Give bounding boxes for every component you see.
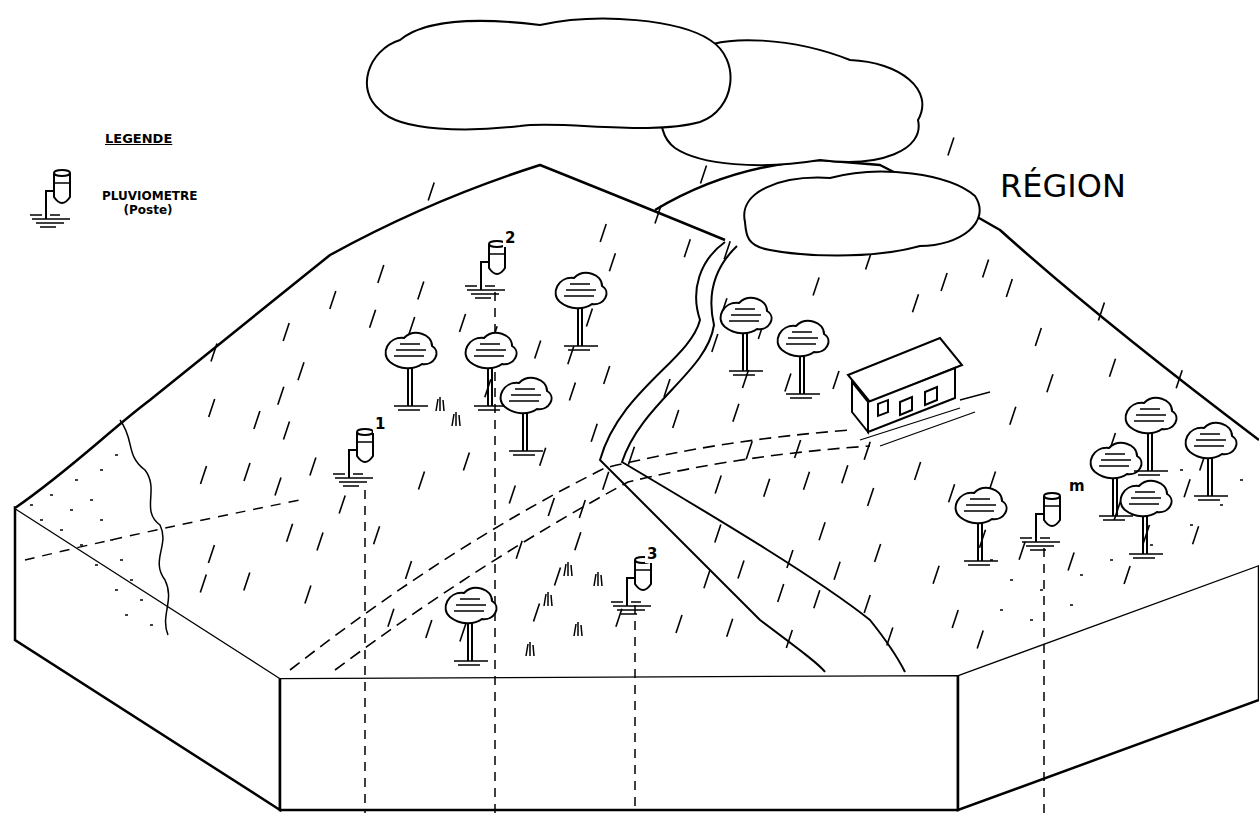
legend-title: LEGENDE — [103, 132, 174, 147]
callout-number: 2 — [503, 230, 517, 247]
callout-number: m — [1067, 478, 1087, 495]
region-label: RÉGION — [998, 168, 1128, 205]
legend-symbol — [30, 170, 70, 227]
callout-number: 3 — [645, 546, 659, 563]
callout-number: 1 — [373, 416, 387, 433]
legend-text: PLUVIOMETRE (Poste) — [100, 190, 196, 218]
